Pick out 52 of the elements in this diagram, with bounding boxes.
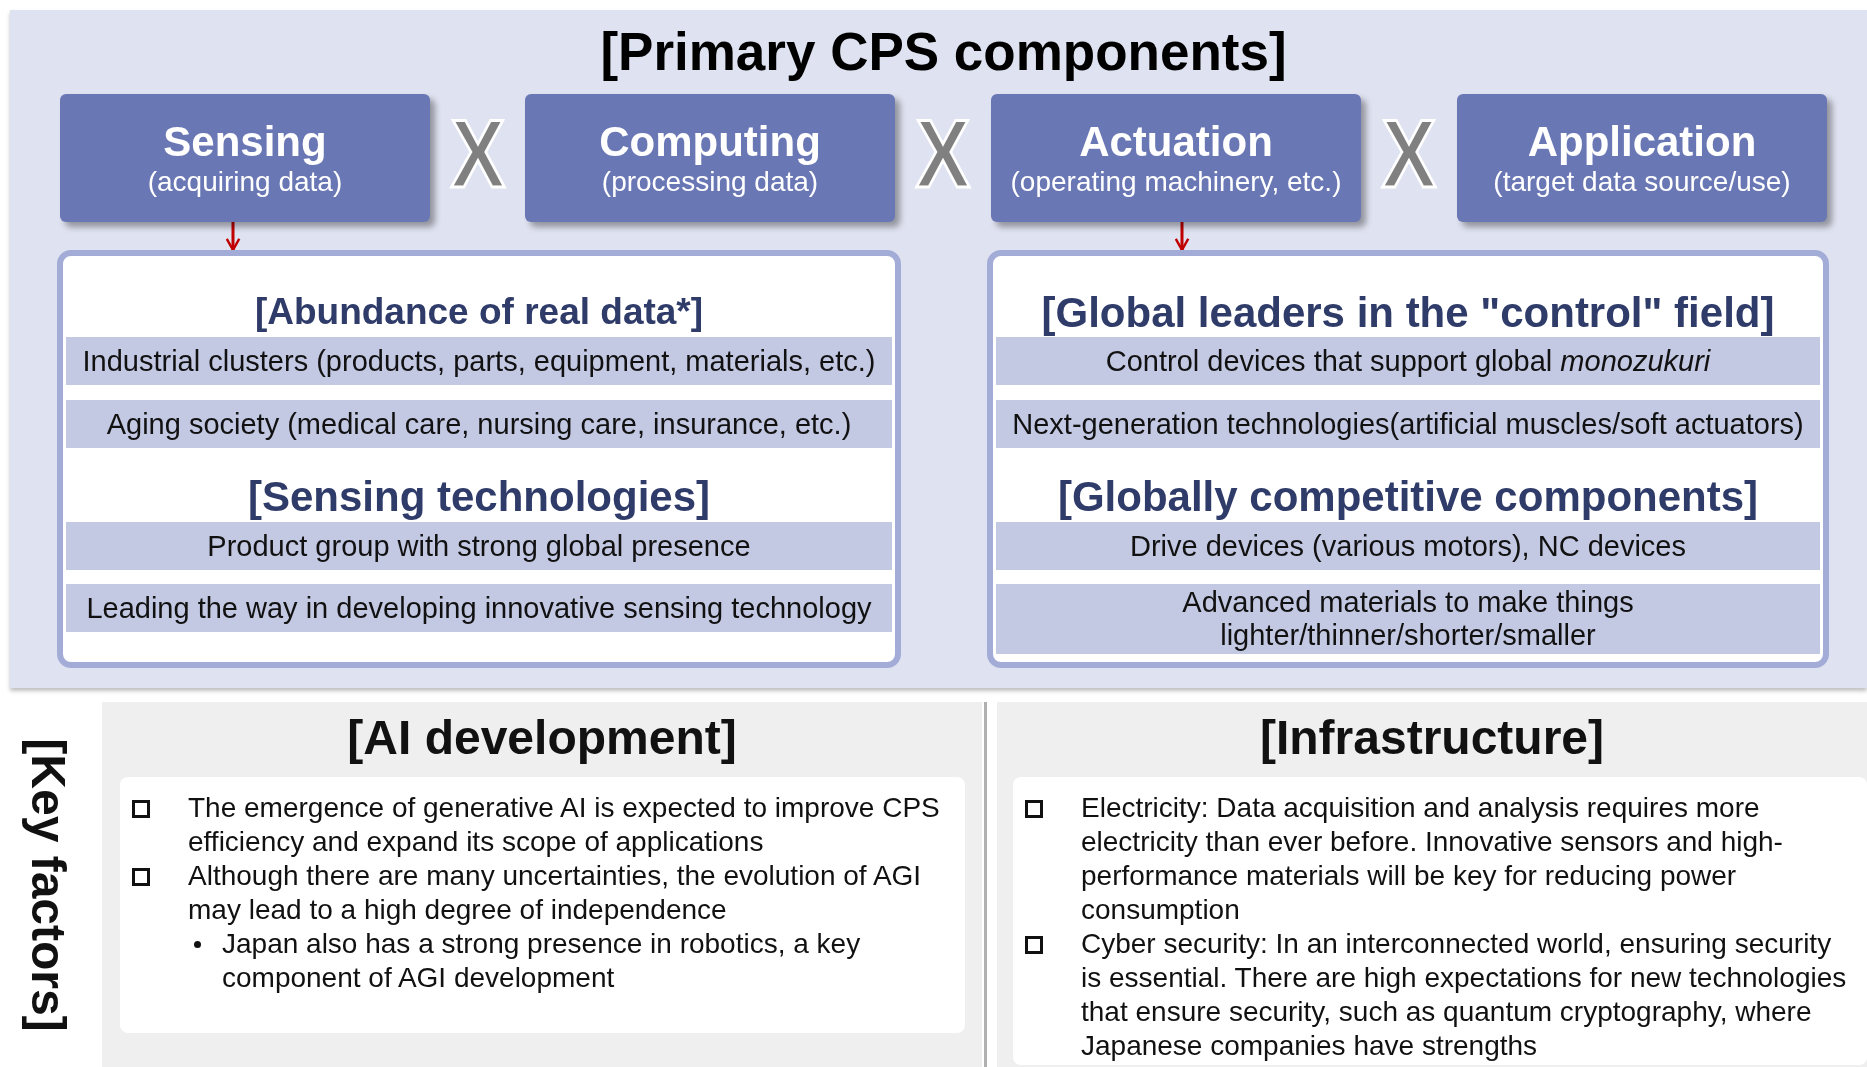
feature-text: Next-generation technologies(artificial muscles/soft actuators) xyxy=(1012,407,1804,441)
multiplication-sign: X xyxy=(914,104,972,204)
feature-text: Product group with strong global presence xyxy=(207,529,751,563)
multiplication-sign: X xyxy=(449,104,507,204)
component-box xyxy=(525,94,895,222)
component-box xyxy=(1457,94,1827,222)
feature-bar xyxy=(66,337,892,385)
arrow xyxy=(225,222,241,252)
feature-panel xyxy=(987,250,1829,668)
feature-text: Leading the way in developing innovative sensing technology xyxy=(86,591,872,625)
bullet-card xyxy=(120,777,965,1033)
bullet-text: Cyber security: In an interconnected world, ensuring security is essential. There are high expectations for new technologies that ensure security, such as quantum cryptography, where Japanese companies have strengths xyxy=(1081,927,1848,1063)
component-box xyxy=(991,94,1361,222)
panel-heading: [Abundance of real data*] xyxy=(253,290,705,334)
diagram-title: [Primary CPS components] xyxy=(599,22,1288,82)
component-title: Sensing xyxy=(163,118,327,166)
factor-panel xyxy=(102,702,982,1067)
panel-heading: [Global leaders in the "control" field] xyxy=(1040,290,1776,336)
feature-text: Aging society (medical care, nursing care, insurance, etc.) xyxy=(106,407,852,441)
bullet-text: Japan also has a strong presence in robotics, a key component of AGI development xyxy=(222,927,862,995)
feature-bar xyxy=(66,584,892,632)
component-subtitle: (operating machinery, etc.) xyxy=(1010,166,1342,198)
bullet-card xyxy=(1013,777,1867,1065)
feature-bar xyxy=(996,337,1820,385)
feature-bar xyxy=(996,400,1820,448)
feature-text: Advanced materials to make things lighter/thinner/shorter/smaller xyxy=(1181,586,1635,652)
bullet-text: Although there are many uncertainties, the evolution of AGI may lead to a high degree of independence xyxy=(188,859,923,927)
panel-heading: [Sensing technologies] xyxy=(246,474,711,520)
component-title: Application xyxy=(1527,118,1757,166)
component-subtitle: (target data source/use) xyxy=(1493,166,1791,198)
feature-text: Industrial clusters (products, parts, equipment, materials, etc.) xyxy=(82,344,876,378)
factor-heading: [AI development] xyxy=(346,710,738,766)
feature-bar xyxy=(996,522,1820,570)
section-label: [Key factors] xyxy=(21,738,75,1032)
component-subtitle: (acquiring data) xyxy=(147,166,343,198)
arrow xyxy=(1174,222,1190,252)
bullet-text: Electricity: Data acquisition and analysis requires more electricity than ever before. Innovative sensors and high-performance materials will be key for reducing power consumption xyxy=(1081,791,1784,927)
multiplication-sign: X xyxy=(1380,104,1438,204)
feature-bar xyxy=(66,522,892,570)
feature-panel xyxy=(57,250,901,668)
factor-heading: [Infrastructure] xyxy=(1258,710,1605,766)
feature-bar xyxy=(66,400,892,448)
panel-heading: [Globally competitive components] xyxy=(1056,474,1760,520)
feature-bar xyxy=(996,584,1820,654)
feature-text: Control devices that support global monozukuri xyxy=(1105,344,1711,378)
bullet-text: The emergence of generative AI is expected to improve CPS efficiency and expand its scope of applications xyxy=(188,791,941,859)
component-subtitle: (processing data) xyxy=(601,166,819,198)
component-title: Actuation xyxy=(1079,118,1273,166)
component-box xyxy=(60,94,430,222)
feature-text: Drive devices (various motors), NC devices xyxy=(1130,529,1686,563)
factor-panel xyxy=(997,702,1867,1067)
component-title: Computing xyxy=(599,118,821,166)
